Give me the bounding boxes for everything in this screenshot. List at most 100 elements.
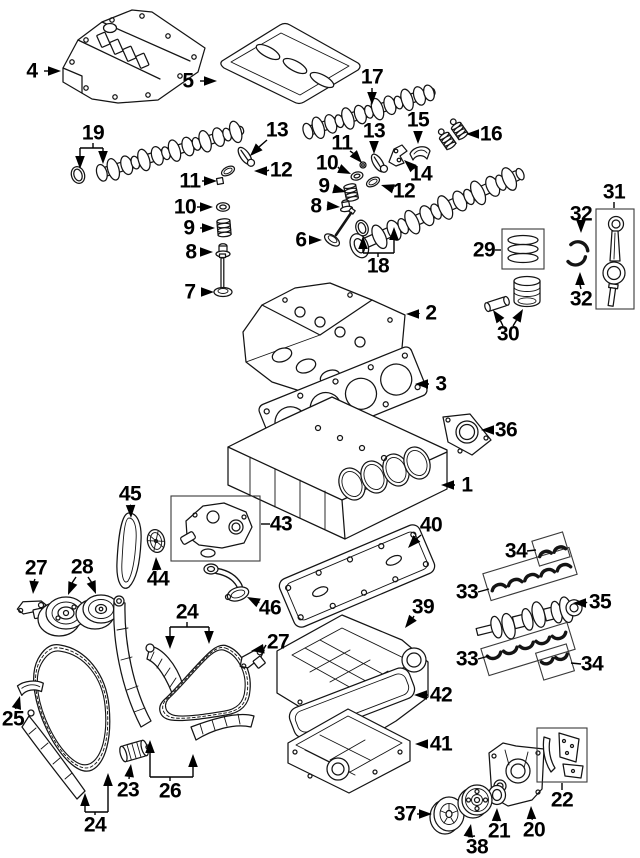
camshaft-intake-top	[302, 84, 436, 140]
arrowhead-icon	[576, 220, 586, 233]
arrowhead-icon	[201, 287, 214, 297]
callout-15: 15	[407, 109, 430, 144]
oil-pump-sprocket	[146, 528, 166, 554]
vibration-damper	[429, 796, 465, 835]
callout-41: 41	[415, 733, 453, 756]
arrowhead-icon	[575, 272, 585, 285]
arrowhead-icon	[188, 754, 198, 767]
arrowhead-icon	[367, 92, 377, 105]
part-number-label: 7	[184, 281, 195, 304]
callout-31: 31	[603, 181, 626, 208]
part-number-label: 34	[505, 540, 528, 563]
callout-36: 36	[481, 419, 518, 442]
arrowhead-icon	[337, 164, 351, 174]
main-bearing-shells-upper	[482, 546, 578, 602]
callout-9: 9	[183, 217, 215, 240]
part-number-label: 18	[367, 255, 390, 278]
part-number-label: 11	[179, 170, 201, 193]
arrowhead-icon	[526, 806, 537, 820]
vanos-adjustment-units	[37, 594, 120, 637]
part-number-label: 37	[394, 803, 416, 826]
arrowhead-icon	[254, 166, 267, 176]
spring-seat-right	[350, 171, 364, 181]
part-number-label: 34	[581, 653, 604, 676]
part-number-label: 23	[117, 779, 139, 802]
arrowhead-icon	[151, 557, 162, 571]
callout-44: 44	[147, 557, 170, 591]
arrowhead-icon	[413, 131, 423, 144]
crankshaft-pulley	[457, 784, 493, 819]
callout-19: 19	[75, 122, 108, 169]
part-number-label: 21	[488, 820, 511, 843]
callout-20: 20	[523, 806, 546, 842]
callout-24: 24	[165, 601, 214, 649]
callout-39: 39	[405, 596, 435, 628]
arrowhead-icon	[204, 176, 217, 186]
callout-23: 23	[117, 764, 140, 802]
camshaft-intake-right	[349, 167, 525, 259]
part-number-label: 16	[480, 123, 502, 146]
bearing-cap	[409, 146, 431, 161]
part-number-label: 11	[331, 132, 353, 155]
part-number-label: 25	[2, 708, 25, 731]
part-number-label: 41	[430, 733, 453, 756]
part-number-label: 24	[176, 601, 199, 624]
arrowhead-icon	[103, 773, 113, 786]
callout-24: 24	[80, 773, 113, 837]
chain-tensioner-arm-lower	[239, 647, 266, 669]
part-number-label: 14	[410, 163, 433, 186]
part-number-label: 27	[25, 557, 47, 580]
valve-stem-seal-left	[215, 243, 231, 258]
arrowhead-icon	[491, 808, 502, 822]
part-number-label: 10	[316, 152, 338, 175]
callout-13: 13	[363, 120, 386, 154]
part-number-label: 35	[589, 591, 612, 614]
part-number-label: 33	[456, 648, 478, 671]
arrowhead-icon	[202, 223, 215, 233]
part-number-label: 8	[310, 195, 322, 218]
callout-26: 26	[145, 740, 198, 803]
callout-37: 37	[394, 803, 432, 826]
callout-42: 42	[414, 684, 453, 707]
part-number-label: 8	[185, 241, 197, 264]
arrowhead-icon	[124, 764, 134, 778]
part-number-label: 9	[183, 217, 194, 240]
piston-ring-set	[501, 228, 545, 270]
connecting-rod-group	[595, 208, 635, 310]
callout-25: 25	[2, 696, 25, 731]
part-number-label: 38	[466, 836, 489, 858]
arrowhead-icon	[406, 309, 419, 319]
part-number-label: 13	[363, 120, 385, 143]
timing-chain-long	[33, 643, 111, 772]
timing-guide-kit	[536, 727, 588, 783]
parts-artwork	[16, 9, 635, 835]
part-number-label: 2	[425, 302, 436, 325]
arrowhead-icon	[369, 141, 379, 154]
callout-21: 21	[488, 808, 511, 843]
callout-33: 33	[456, 581, 490, 604]
part-number-label: 13	[266, 119, 288, 142]
part-number-label: 4	[26, 60, 38, 83]
callout-16: 16	[466, 123, 503, 146]
oil-pump-chain	[116, 512, 142, 589]
callout-10: 10	[316, 152, 351, 175]
cam-follower-pad-left	[220, 165, 236, 177]
valve-spring-assembly-pair	[437, 118, 469, 151]
callout-2: 2	[406, 302, 437, 325]
callout-32: 32	[570, 272, 593, 311]
part-number-label: 46	[259, 597, 281, 620]
arrowhead-icon	[493, 310, 505, 324]
callout-3: 3	[415, 373, 447, 396]
callout-45: 45	[119, 483, 142, 518]
callout-43: 43	[261, 513, 293, 536]
spring-seat-left	[215, 202, 231, 212]
part-number-label: 28	[71, 556, 94, 579]
main-bearing-shells-lower	[480, 621, 576, 677]
part-number-label: 29	[473, 239, 495, 262]
valve-cover-gasket	[220, 22, 361, 105]
part-number-label: 40	[420, 514, 442, 537]
part-number-label: 9	[318, 175, 329, 198]
part-number-label: 30	[497, 323, 519, 346]
